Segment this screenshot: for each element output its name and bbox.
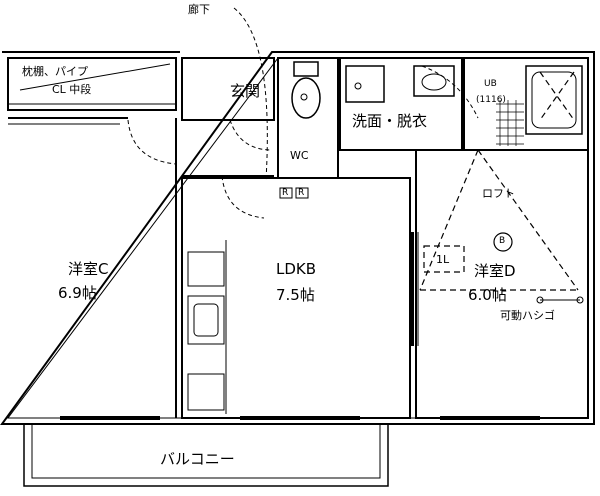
ub-label: UB [484,79,497,89]
room-d-label: 洋室D [474,262,516,280]
storage-label-1: 枕棚、パイプ [22,65,88,78]
circle-b-label: B [499,236,506,246]
ldk-label: LDKB [276,260,317,278]
room-d-size: 6.0帖 [468,286,507,304]
ladder-label: 可動ハシゴ [500,309,555,322]
ldk-size: 7.5帖 [276,286,315,304]
entrance-label: 玄関 [230,82,261,100]
loft-mark-label: 1L [436,253,450,266]
room-c-size: 6.9帖 [58,284,97,302]
washroom-room [339,57,463,151]
washroom-label: 洗面・脱衣 [352,112,428,130]
wc-label: WC [290,149,309,162]
room-c-walls [8,117,177,418]
outer-wall [0,51,595,425]
room-c-label: 洋室C [68,260,109,278]
balcony-label: バルコニー [160,450,235,468]
storage-label-2: CL 中段 [52,83,92,96]
ub-size-label: (1116) [476,95,506,105]
breaker-r2: R [298,188,305,198]
storage-closet [7,57,177,111]
circle-b-marker [493,232,513,252]
breaker-r1: R [282,188,289,198]
corridor-label: 廊下 [188,3,210,16]
balcony-outline [23,424,389,487]
loft-label: ロフト [482,187,515,200]
